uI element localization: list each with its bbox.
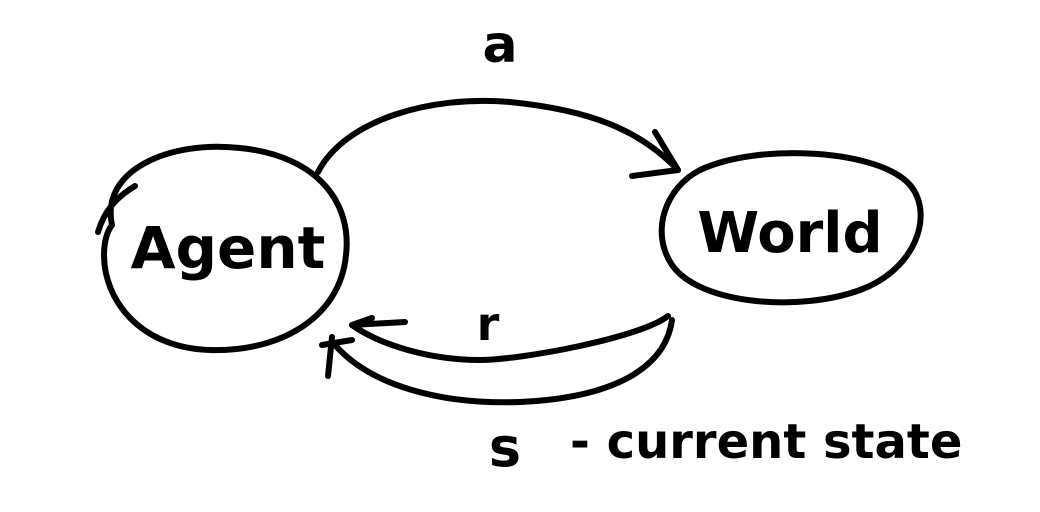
agent-node: Agent: [95, 143, 350, 354]
state-arrowhead-wing: [319, 337, 355, 348]
action-arrow-line: [315, 97, 681, 175]
world-node: World: [658, 150, 924, 306]
agent-ellipse-overlap: [95, 183, 138, 235]
state-label: s: [489, 416, 521, 479]
action-arrowhead: [629, 129, 681, 179]
agent-label: Agent: [131, 214, 326, 282]
return-arrows: r: [319, 297, 675, 406]
reward-arrow-line: [349, 313, 671, 363]
reward-arrowhead: [349, 315, 408, 328]
reward-label: r: [477, 297, 500, 351]
action-arrow: a: [315, 15, 681, 179]
world-ellipse: [658, 150, 924, 306]
agent-ellipse: [101, 143, 350, 354]
world-label: World: [697, 201, 882, 266]
state-annotation: s - current state: [489, 414, 962, 479]
state-arrow-line: [332, 317, 675, 406]
action-label: a: [482, 15, 517, 75]
state-description: - current state: [570, 414, 962, 470]
